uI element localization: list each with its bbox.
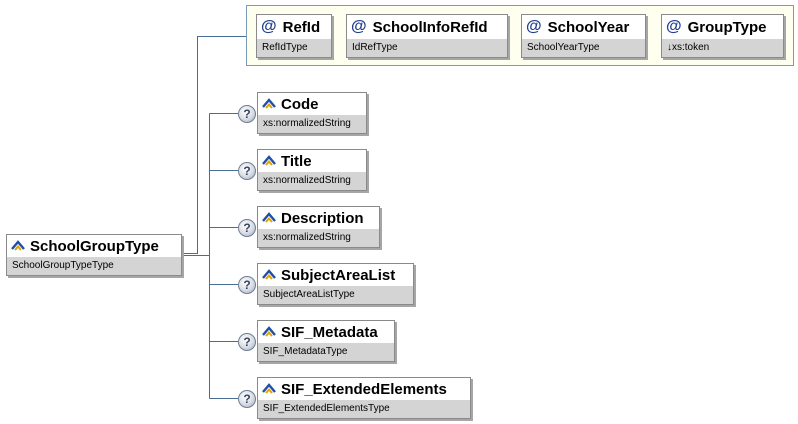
attribute-icon: @	[261, 18, 277, 35]
element-subjectarealist[interactable]: SubjectAreaList SubjectAreaListType	[257, 263, 414, 305]
element-icon	[262, 383, 276, 394]
element-sif-metadata[interactable]: SIF_Metadata SIF_MetadataType	[257, 320, 395, 362]
element-title[interactable]: Title xs:normalizedString	[257, 149, 367, 191]
attribute-icon: @	[526, 18, 542, 35]
optional-question-icon: ?	[238, 105, 256, 123]
attribute-refid[interactable]: @RefId RefIdType	[256, 14, 332, 58]
optional-question-icon: ?	[238, 162, 256, 180]
element-icon	[262, 212, 276, 223]
optional-question-icon: ?	[238, 219, 256, 237]
attribute-schoolinforefid[interactable]: @SchoolInfoRefId IdRefType	[346, 14, 508, 58]
root-element-schoolgrouptype[interactable]: SchoolGroupType SchoolGroupTypeType	[6, 234, 182, 276]
element-icon	[262, 326, 276, 337]
element-icon	[11, 240, 25, 251]
element-code[interactable]: Code xs:normalizedString	[257, 92, 367, 134]
element-sif-extendedelements[interactable]: SIF_ExtendedElements SIF_ExtendedElement…	[257, 377, 471, 419]
element-icon	[262, 155, 276, 166]
element-description[interactable]: Description xs:normalizedString	[257, 206, 380, 248]
element-icon	[262, 98, 276, 109]
element-icon	[262, 269, 276, 280]
optional-question-icon: ?	[238, 390, 256, 408]
optional-question-icon: ?	[238, 276, 256, 294]
attribute-icon: @	[351, 18, 367, 35]
attribute-schoolyear[interactable]: @SchoolYear SchoolYearType	[521, 14, 646, 58]
attribute-grouptype[interactable]: @GroupType ↓xs:token	[661, 14, 784, 58]
optional-question-icon: ?	[238, 333, 256, 351]
attribute-icon: @	[666, 18, 682, 35]
